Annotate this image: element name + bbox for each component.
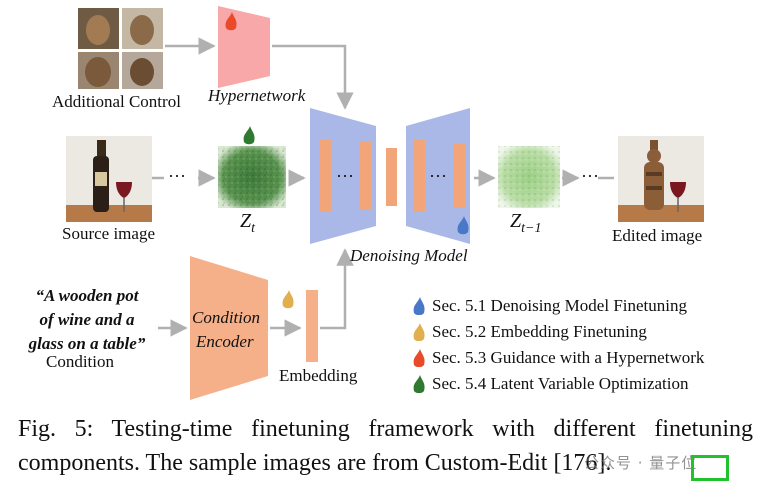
edited-image — [618, 136, 704, 222]
legend-item-3: Sec. 5.3 Guidance with a Hypernetwork — [412, 348, 704, 368]
legend-text-3: Sec. 5.3 Guidance with a Hypernetwork — [432, 348, 705, 367]
condition-prompt: “A wooden pot of wine and a glass on a t… — [12, 284, 162, 356]
embedding-label: Embedding — [279, 366, 358, 385]
zt-sub: t — [251, 221, 256, 236]
edited-image-label: Edited image — [612, 226, 703, 245]
prompt-line-3: glass on a table” — [28, 334, 146, 353]
legend-text-4: Sec. 5.4 Latent Variable Optimization — [432, 374, 689, 393]
additional-control-label: Additional Control — [52, 92, 181, 111]
legend-text-1: Sec. 5.1 Denoising Model Finetuning — [432, 296, 687, 315]
condition-encoder-line1: Condition — [192, 308, 261, 327]
denoise-dots-left: ··· — [336, 166, 354, 186]
blue-flame-icon — [457, 216, 469, 235]
zt1-sub: t−1 — [521, 221, 542, 236]
hypernetwork-block — [218, 6, 270, 88]
figure-caption: Fig. 5: Testing-time finetuning framewor… — [18, 416, 753, 476]
source-dots: ··· — [168, 166, 186, 186]
red-flame-icon — [413, 349, 425, 367]
yellow-flame-icon — [413, 323, 425, 341]
red-flame-icon — [225, 12, 237, 31]
additional-control-images — [78, 8, 163, 89]
yellow-flame-icon — [282, 290, 294, 309]
denoise-dots-right: ··· — [429, 166, 447, 186]
prompt-line-1: “A wooden pot — [35, 286, 139, 305]
source-image-label: Source image — [62, 224, 155, 243]
green-flame-icon — [413, 375, 425, 393]
blue-flame-icon — [413, 297, 425, 315]
zt-main: Z — [240, 210, 252, 232]
zt-label: Zt — [240, 210, 255, 237]
legend-text-2: Sec. 5.2 Embedding Finetuning — [432, 322, 647, 341]
legend-item-1: Sec. 5.1 Denoising Model Finetuning — [412, 296, 687, 316]
condition-label: Condition — [46, 352, 115, 371]
source-image — [66, 136, 152, 222]
legend-item-4: Sec. 5.4 Latent Variable Optimization — [412, 374, 689, 394]
hypernetwork-label: Hypernetwork — [208, 86, 306, 105]
zt1-main: Z — [510, 210, 522, 232]
condition-encoder-line2: Encoder — [196, 332, 254, 351]
legend-item-2: Sec. 5.2 Embedding Finetuning — [412, 322, 647, 342]
condition-encoder-block — [190, 256, 268, 400]
highlight-box — [691, 455, 729, 481]
green-flame-icon — [243, 126, 255, 145]
edited-dots: ··· — [581, 166, 599, 186]
zt1-label: Zt−1 — [510, 210, 541, 237]
watermark: 公众号 · 量子位 — [584, 454, 698, 472]
prompt-line-2: of wine and a — [39, 310, 135, 329]
embedding-bar — [306, 290, 318, 362]
denoising-model — [310, 108, 470, 244]
denoising-model-label: Denoising Model — [350, 246, 468, 265]
